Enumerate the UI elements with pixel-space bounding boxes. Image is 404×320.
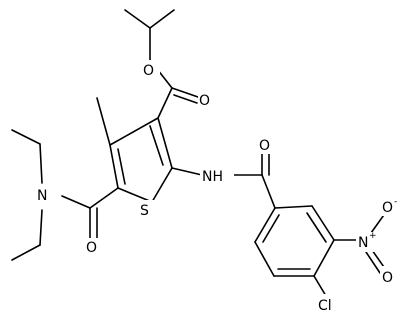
atom-thiophene-s: S xyxy=(140,203,149,219)
bond xyxy=(254,241,275,277)
bond xyxy=(11,129,41,145)
bond xyxy=(313,239,335,277)
bond xyxy=(39,209,43,246)
bond xyxy=(149,125,164,166)
atom-cl: Cl xyxy=(318,298,332,314)
bond xyxy=(171,87,199,98)
atom-amide-o: O xyxy=(259,138,270,154)
bond xyxy=(157,117,173,169)
atom-nh: NH xyxy=(202,169,223,185)
nitro-o-charge: - xyxy=(394,197,397,207)
bond xyxy=(171,167,203,176)
atom-amide2-o: O xyxy=(86,240,97,256)
bond xyxy=(96,97,111,146)
atom-layer: O O O NH S O N N + O - O Cl xyxy=(35,60,404,314)
bond xyxy=(262,214,280,243)
bond xyxy=(311,205,335,241)
atom-nitro-o: O xyxy=(382,200,393,216)
bond xyxy=(89,187,119,209)
bond xyxy=(151,167,173,203)
atom-amide-n: N xyxy=(37,188,47,204)
bond xyxy=(109,117,159,146)
bond xyxy=(313,275,327,297)
bond xyxy=(254,207,276,243)
atom-nitro-o2: O xyxy=(382,270,393,286)
bond xyxy=(274,205,313,209)
atom-ester-o2: O xyxy=(199,93,210,109)
nitro-n-charge: + xyxy=(369,231,377,241)
bond xyxy=(61,195,91,209)
bond xyxy=(149,9,175,29)
atom-ester-o1: O xyxy=(143,63,154,79)
bond xyxy=(117,148,126,185)
bond xyxy=(124,9,151,29)
bond xyxy=(365,251,381,274)
bond xyxy=(157,87,173,119)
bond xyxy=(261,174,276,209)
bond xyxy=(11,244,41,261)
atom-nitro-n: N xyxy=(358,235,368,251)
bond-layer xyxy=(11,9,387,297)
bond xyxy=(39,143,43,184)
bond xyxy=(306,212,327,243)
bond xyxy=(117,187,153,203)
bond xyxy=(173,94,198,104)
bond xyxy=(109,144,119,189)
